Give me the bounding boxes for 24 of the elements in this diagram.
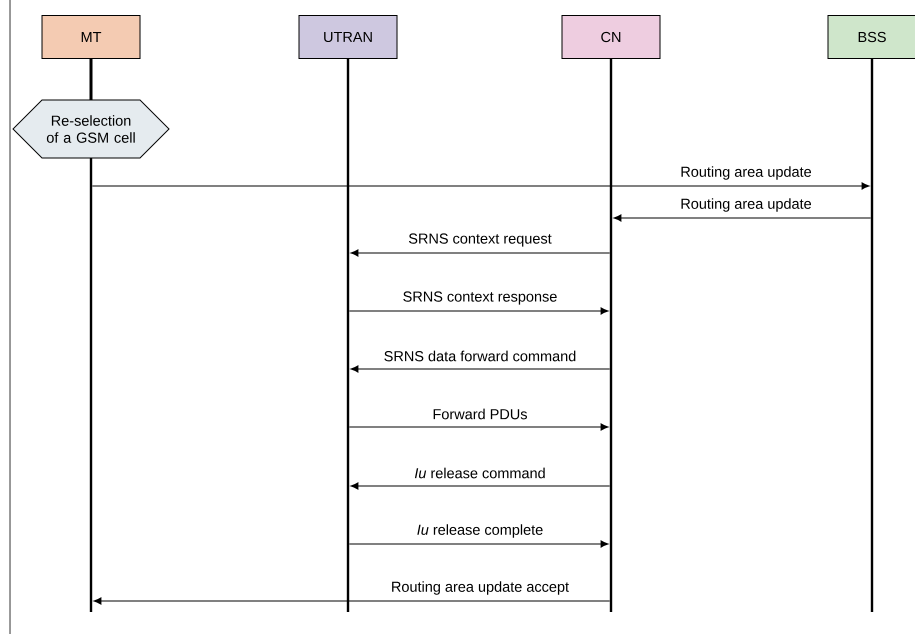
message-arrow — [94, 597, 610, 605]
message-label: Routing area update — [679, 197, 813, 213]
message-label: SRNS context response — [402, 290, 558, 306]
message-arrow — [350, 365, 610, 373]
message-label: Iu release command — [413, 466, 547, 480]
message-label: Iu release complete — [416, 523, 544, 539]
message-arrow — [614, 214, 872, 222]
message-label: SRNS data forward command — [382, 350, 578, 362]
entity-box: CN — [562, 15, 660, 59]
message-arrow — [92, 182, 870, 190]
message-label: SRNS context request — [407, 232, 553, 248]
lifeline — [90, 59, 92, 100]
entity-box: BSS — [828, 15, 915, 59]
message-arrow — [348, 307, 608, 315]
message-arrow — [350, 482, 610, 490]
message-label: Routing area update accept — [390, 580, 570, 596]
process-hexagon: Re-selection of a GSM cell — [12, 100, 170, 158]
message-arrow — [350, 249, 610, 257]
entity-box: UTRAN — [298, 15, 398, 59]
message-label: Forward PDUs — [431, 408, 529, 420]
message-label: Routing area update — [679, 165, 813, 181]
message-arrow — [348, 540, 608, 548]
entity-box: MT — [42, 15, 140, 59]
message-arrow — [348, 423, 608, 431]
